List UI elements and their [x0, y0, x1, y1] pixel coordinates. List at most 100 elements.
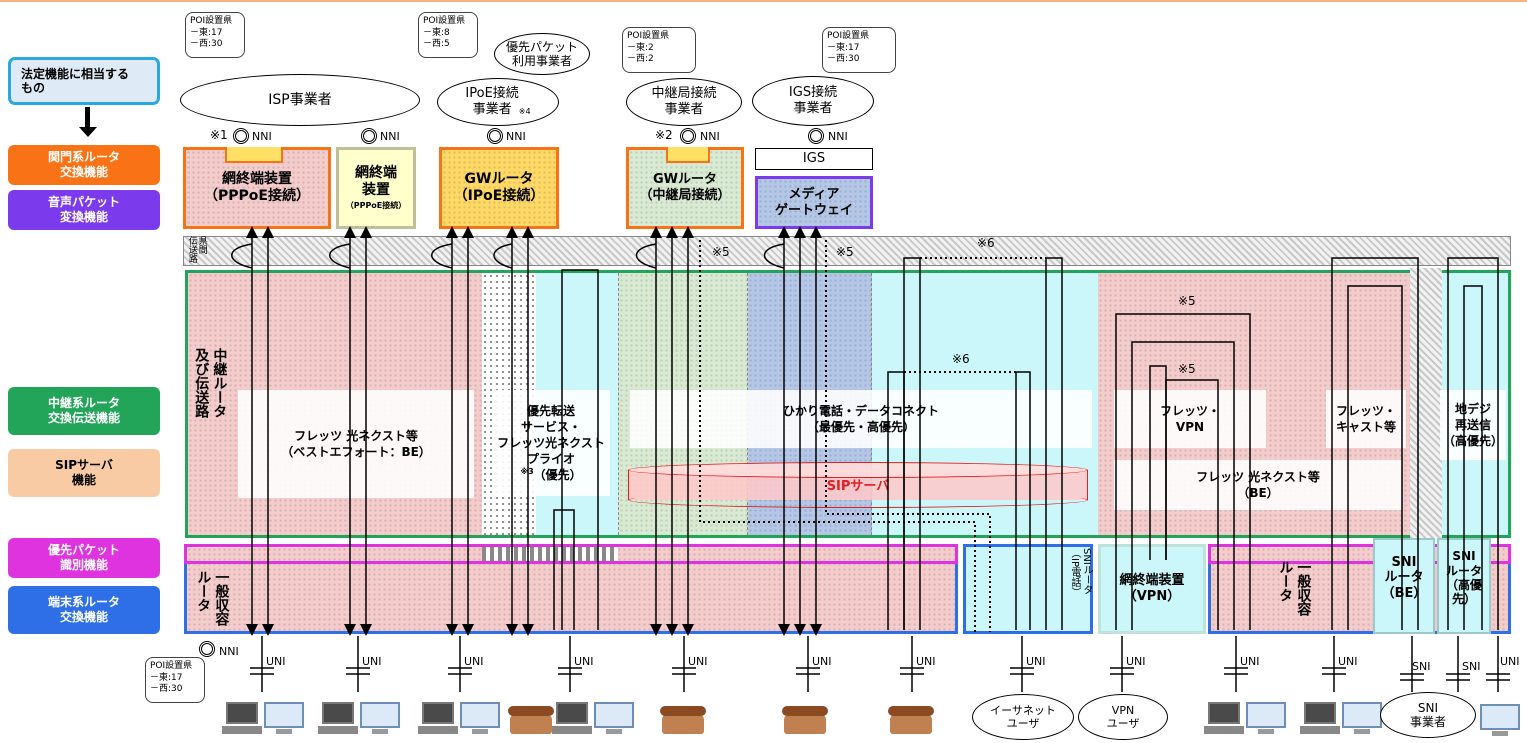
monitor-stand — [276, 729, 292, 734]
general-router-label-left: 一般収容 ルータ — [195, 570, 230, 626]
note-5: ※5 — [1178, 294, 1196, 308]
note-6: ※6 — [952, 352, 970, 366]
inter-prefecture-label: 県間 伝送路 — [186, 236, 207, 263]
priority-packet-operator: 優先パケット 利用事業者 — [494, 33, 590, 75]
laptop-screen — [422, 702, 454, 724]
uni-label: UNI — [812, 655, 832, 668]
igs-box: IGS — [755, 148, 873, 170]
monitor-icon — [1246, 702, 1286, 736]
inter-prefecture-band — [183, 236, 1511, 266]
gw-router-ipoe-box: GWルータ （IPoE接続） — [439, 147, 559, 229]
sip-server-cylinder: SIPサーバ — [628, 462, 1088, 508]
monitor-icon — [460, 702, 500, 736]
ipoe-operator: IPoE接続 事業者※4 — [437, 78, 559, 126]
phone-handset — [660, 706, 706, 716]
ipoe-operator-note: ※4 — [518, 107, 531, 117]
legend-arrow-head — [79, 127, 97, 137]
service-flets-cast: フレッツ・ キャスト等 — [1326, 390, 1406, 448]
legal-function-box: 法定機能に相当する もの — [8, 57, 160, 105]
nni-label: NNI — [252, 130, 272, 143]
uni-label: UNI — [1240, 655, 1260, 668]
general-router-label-right: 一般収容 ルータ — [1277, 560, 1312, 616]
igs-operator: IGS接続 事業者 — [752, 76, 874, 126]
laptop-icon — [318, 702, 358, 736]
relay-router-label: 中継ルータ 及び伝送路 — [193, 348, 228, 418]
monitor-screen — [594, 702, 634, 728]
laptop-base — [222, 726, 262, 734]
gw-router-relay-box: GWルータ （中継局接続） — [626, 147, 744, 229]
laptop-screen — [1208, 702, 1240, 724]
legend-voice-packet: 音声パケット 変換機能 — [8, 190, 160, 230]
nni-icon — [808, 128, 824, 144]
ntu-pppoe-small-sub: （PPPoE接続） — [345, 201, 407, 210]
note-5: ※5 — [712, 245, 730, 259]
sni-router-ip-box — [963, 544, 1093, 634]
uni-ticks — [250, 636, 1510, 692]
ipoe-operator-label: IPoE接続 事業者 — [465, 86, 519, 117]
sni-label: SNI — [1412, 660, 1431, 673]
phone-icon — [660, 706, 706, 736]
sni-router-be-box: SNI ルータ （BE） — [1373, 538, 1435, 634]
monitor-screen — [460, 702, 500, 728]
priority-id-band-right — [1208, 544, 1511, 564]
sni-label: SNI — [1462, 660, 1481, 673]
uni-label: UNI — [464, 655, 484, 668]
nni-icon — [487, 128, 503, 144]
legend-sip-server: SIPサーバ 機能 — [8, 449, 160, 497]
monitor-icon — [1480, 704, 1520, 738]
monitor-screen — [1480, 704, 1520, 730]
sip-cylinder-top — [628, 462, 1088, 478]
monitor-stand — [606, 729, 622, 734]
service-flets-next-be: フレッツ 光ネクスト等 （BE） — [1114, 460, 1402, 510]
monitor-stand — [372, 729, 388, 734]
phone-icon — [508, 706, 554, 736]
uni-label: UNI — [916, 655, 936, 668]
poi-box-bottom: POI設置県 －東:17 －西:30 — [145, 657, 205, 703]
poi-box-isp: POI設置県 －東:17 －西:30 — [185, 12, 245, 58]
laptop-base — [552, 726, 592, 734]
note-6: ※6 — [977, 236, 995, 250]
legend-arrow-shaft — [85, 107, 90, 129]
poi-box-igs: POI設置県 －東:17 －西:30 — [822, 27, 896, 73]
service-digital-tv: 地デジ 再送信 （高優先） — [1440, 390, 1506, 460]
dotted-links — [699, 240, 1046, 632]
phone-body — [662, 714, 704, 734]
zone-grey-strip — [1410, 268, 1442, 538]
legend-priority-packet: 優先パケット 識別機能 — [8, 538, 160, 578]
ntu-pppoe-small-box: 網終端 装置 （PPPoE接続） — [336, 147, 416, 229]
monitor-screen — [1342, 702, 1382, 728]
uni-label: UNI — [1500, 655, 1520, 668]
monitor-screen — [264, 702, 304, 728]
isp-operator: ISP事業者 — [180, 74, 420, 126]
note-5: ※5 — [836, 245, 854, 259]
laptop-base — [1300, 726, 1340, 734]
phone-body — [510, 714, 552, 734]
laptop-icon — [1204, 702, 1244, 736]
phone-handset — [508, 706, 554, 716]
phone-handset — [782, 706, 828, 716]
service-priority-tail-label: （優先） — [533, 468, 582, 483]
uni-label: UNI — [266, 655, 286, 668]
sni-router-ip-label: SNIルータ （IP電話） — [1069, 548, 1092, 597]
note-2: ※2 — [655, 128, 673, 142]
monitor-screen — [360, 702, 400, 728]
monitor-stand — [1492, 731, 1508, 736]
laptop-icon — [222, 702, 262, 736]
sni-operator: SNI 事業者 — [1380, 692, 1476, 738]
ntu-pppoe-small-title: 網終端 装置 — [355, 165, 397, 199]
poi-box-relay: POI設置県 －東:2 －西:2 — [622, 27, 696, 73]
nni-icon — [199, 641, 215, 657]
nni-icon — [233, 128, 249, 144]
uni-label: UNI — [574, 655, 594, 668]
laptop-icon — [552, 702, 592, 736]
nni-icon — [361, 128, 377, 144]
top-border-line — [0, 0, 1527, 2]
sip-cylinder-bottom — [628, 492, 1088, 508]
phone-icon — [782, 706, 828, 736]
monitor-icon — [1342, 702, 1382, 736]
uni-label: UNI — [1126, 655, 1146, 668]
monitor-stand — [1354, 729, 1370, 734]
phone-body — [784, 714, 826, 734]
priority-id-band-left — [184, 544, 958, 564]
